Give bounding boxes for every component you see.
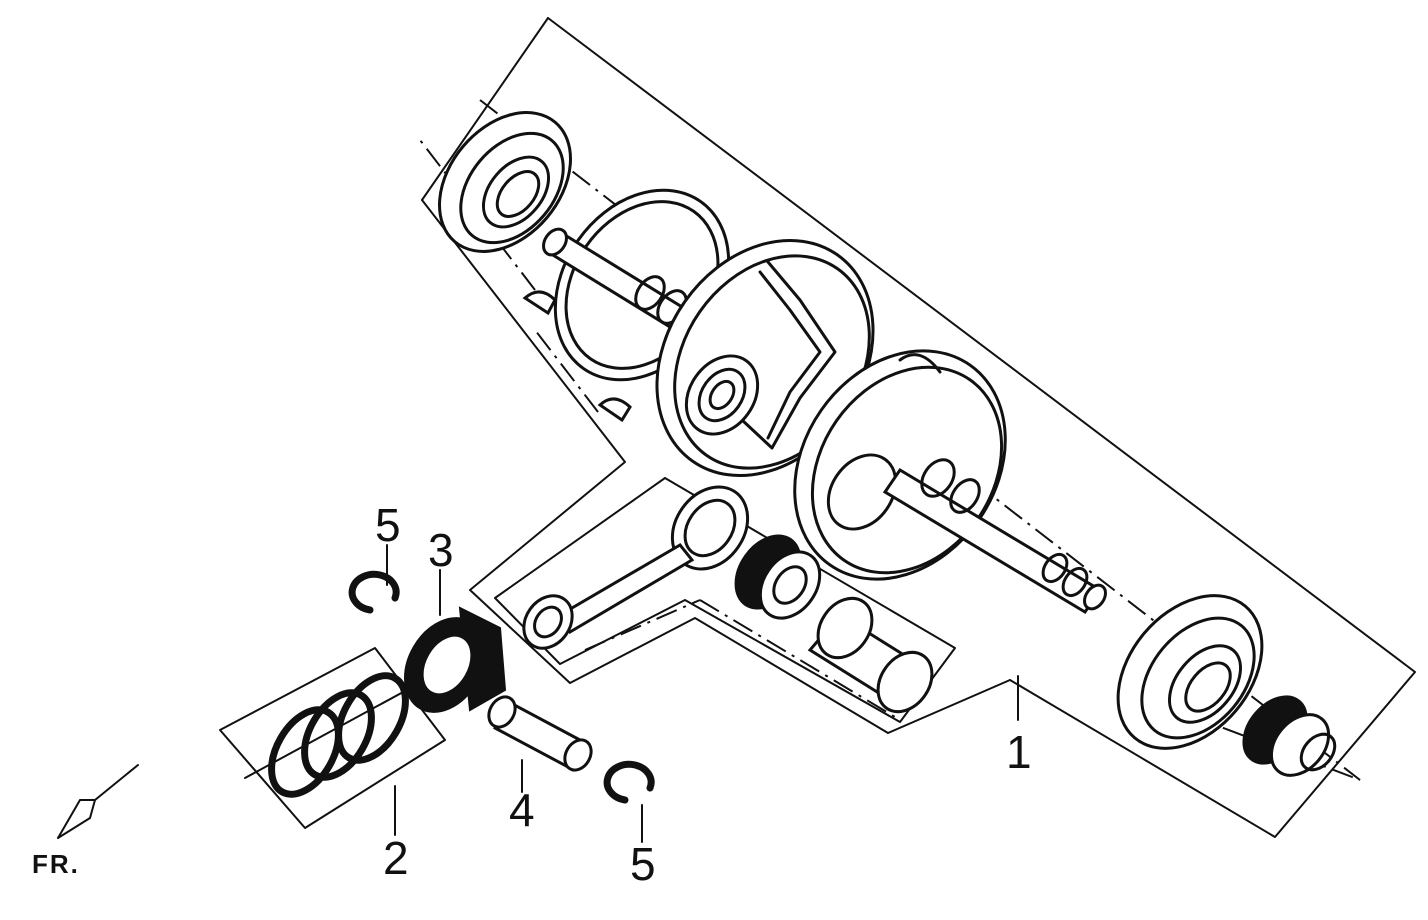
leader-lines [386, 544, 1019, 843]
piston [404, 606, 507, 713]
piston-pin [487, 695, 593, 772]
circlip-upper [348, 570, 400, 614]
callout-labels: 1 2 3 4 5 5 [375, 499, 1032, 890]
piston-ring-group-outline [219, 647, 446, 829]
circlip-lower [603, 760, 655, 804]
group-1-outline [421, 17, 1416, 838]
woodruff-key-lower [597, 397, 632, 423]
front-direction-label: FR. [32, 849, 80, 879]
left-main-bearing [438, 111, 572, 253]
callout-4: 4 [509, 784, 535, 836]
callout-5-lower: 5 [630, 838, 656, 890]
connecting-rod [522, 485, 750, 650]
crank-pin [807, 596, 934, 714]
timing-gear [1242, 695, 1337, 777]
front-arrow-icon [57, 764, 139, 839]
callout-3: 3 [428, 524, 454, 576]
right-output-shaft [882, 458, 1107, 615]
woodruff-key-upper [522, 290, 557, 316]
right-main-bearing [1116, 594, 1264, 750]
callout-2: 2 [383, 832, 409, 884]
conrod-group-outline [494, 477, 956, 723]
callout-5-upper: 5 [375, 499, 401, 551]
needle-bearing [734, 534, 822, 620]
callout-1: 1 [1006, 726, 1032, 778]
